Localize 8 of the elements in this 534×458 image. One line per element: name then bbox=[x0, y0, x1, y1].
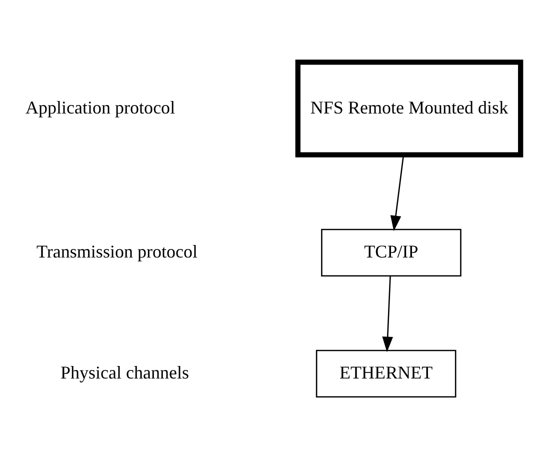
node-box: NFS Remote Mounted disk bbox=[295, 59, 524, 157]
arrow bbox=[382, 276, 394, 352]
arrow bbox=[390, 154, 404, 231]
label: Application protocol bbox=[25, 96, 176, 117]
label: Transmission protocol bbox=[36, 240, 198, 261]
node-box: ETHERNET bbox=[316, 349, 456, 397]
label: Physical channels bbox=[60, 362, 190, 382]
node-box: TCP/IP bbox=[321, 228, 462, 276]
